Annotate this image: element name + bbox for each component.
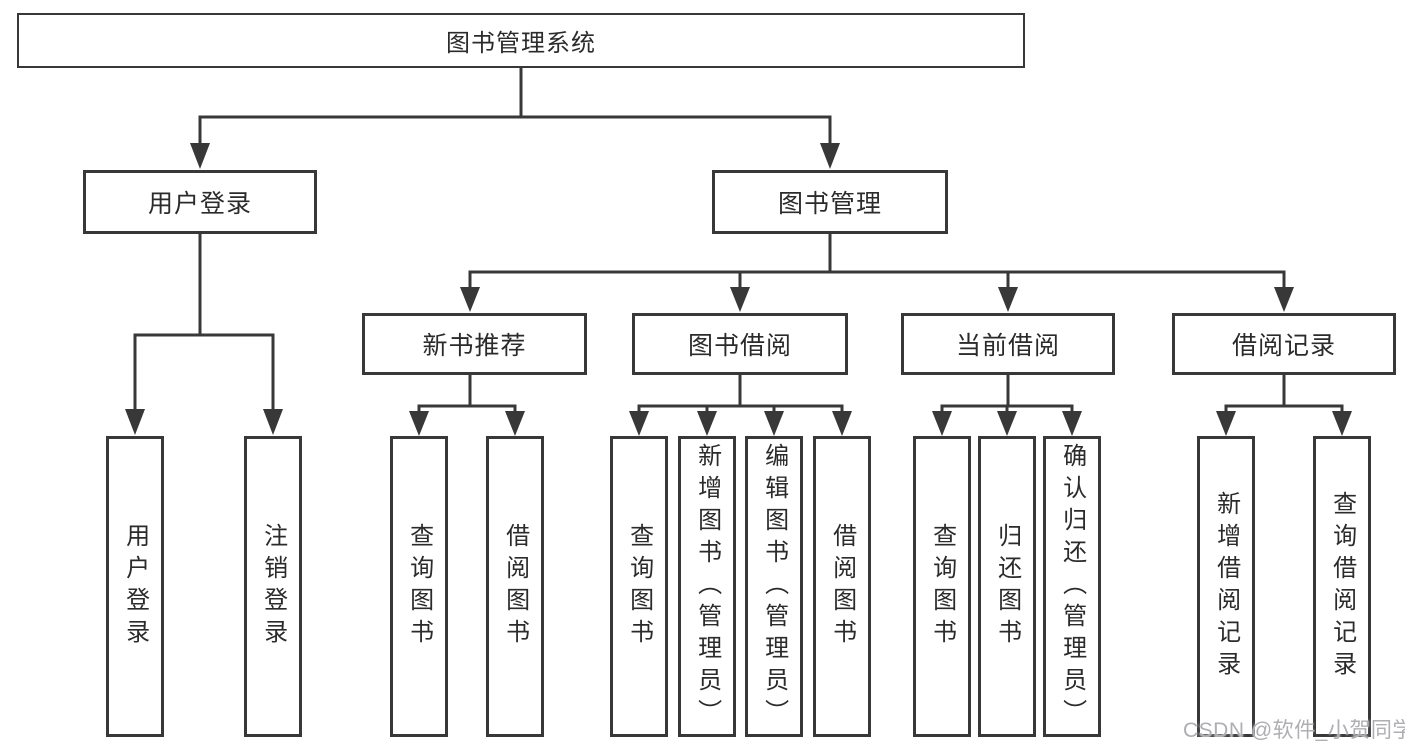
leaf-return-books-label: 归还图书	[993, 522, 1021, 651]
arrowhead-icon	[764, 411, 784, 436]
leaf-query-books-1-label: 查询图书	[405, 522, 433, 651]
arrowhead-icon	[1332, 411, 1352, 436]
arrowhead-icon	[997, 411, 1017, 436]
node-book-management-label: 图书管理	[777, 190, 882, 218]
leaf-add-books-admin: 新增图书（管理员）	[678, 436, 736, 737]
leaf-user-login: 用户登录	[106, 436, 164, 737]
node-book-borrowing-label: 图书借阅	[687, 332, 792, 360]
node-user-login-label: 用户登录	[147, 190, 252, 218]
connector-level3-stems	[468, 272, 1286, 292]
arrowhead-icon	[505, 411, 525, 436]
arrowhead-icon	[460, 287, 480, 312]
leaf-borrow-books-1-label: 借阅图书	[501, 522, 529, 651]
arrowhead-icon	[832, 411, 852, 436]
arrowhead-icon	[1062, 411, 1082, 436]
leaf-user-login-label: 用户登录	[121, 522, 149, 651]
arrowhead-icon	[125, 409, 145, 435]
node-library-management-system-label: 图书管理系统	[446, 30, 596, 57]
leaf-query-books-2: 查询图书	[610, 436, 668, 737]
leaf-add-borrow-record: 新增借阅记录	[1197, 436, 1255, 737]
node-new-book-recommendation: 新书推荐	[362, 313, 587, 375]
leaf-confirm-return-admin-label: 确认归还（管理员）	[1058, 442, 1086, 731]
leaf-edit-books-admin: 编辑图书（管理员）	[745, 436, 803, 737]
node-new-book-recommendation-label: 新书推荐	[422, 332, 527, 360]
leaf-borrow-books-2-label: 借阅图书	[828, 522, 856, 651]
csdn-watermark: CSDN @软件_小贺同学	[1183, 719, 1405, 742]
leaf-query-books-3: 查询图书	[913, 436, 971, 737]
node-user-login: 用户登录	[83, 170, 317, 234]
arrowhead-icon	[820, 143, 840, 169]
node-library-management-system: 图书管理系统	[17, 13, 1025, 68]
arrowhead-icon	[932, 411, 952, 436]
leaf-query-borrow-record-label: 查询借阅记录	[1328, 490, 1356, 683]
arrowhead-icon	[1216, 411, 1236, 436]
arrowhead-icon	[697, 411, 717, 436]
leaf-logout: 注销登录	[244, 436, 302, 737]
leaf-edit-books-admin-label: 编辑图书（管理员）	[760, 442, 788, 731]
leaf-borrow-books-2: 借阅图书	[813, 436, 871, 737]
leaf-add-books-admin-label: 新增图书（管理员）	[693, 442, 721, 731]
arrowhead-icon	[1274, 287, 1294, 312]
node-current-borrowing: 当前借阅	[901, 313, 1115, 375]
node-book-management: 图书管理	[712, 170, 948, 234]
arrowhead-icon	[629, 411, 649, 436]
leaf-query-books-2-label: 查询图书	[625, 522, 653, 651]
arrowhead-icon	[263, 409, 283, 435]
leaf-confirm-return-admin: 确认归还（管理员）	[1043, 436, 1101, 737]
leaf-query-borrow-record: 查询借阅记录	[1313, 436, 1371, 737]
connector-leaf-stems	[417, 406, 1344, 414]
node-current-borrowing-label: 当前借阅	[955, 332, 1060, 360]
leaf-return-books: 归还图书	[978, 436, 1036, 737]
leaf-add-borrow-record-label: 新增借阅记录	[1212, 490, 1240, 683]
leaf-borrow-books-1: 借阅图书	[486, 436, 544, 737]
leaf-query-books-3-label: 查询图书	[928, 522, 956, 651]
arrowhead-icon	[409, 411, 429, 436]
connector-login-stems	[133, 335, 275, 410]
node-book-borrowing: 图书借阅	[632, 313, 848, 375]
connector-level3-stubs	[468, 375, 1286, 408]
connector-level2-stems	[198, 117, 832, 144]
leaf-query-books-1: 查询图书	[390, 436, 448, 737]
node-borrowing-records-label: 借阅记录	[1231, 332, 1336, 360]
arrowhead-icon	[730, 287, 750, 312]
leaf-logout-label: 注销登录	[259, 522, 287, 651]
arrowhead-icon	[998, 287, 1018, 312]
arrowhead-icon	[190, 143, 210, 169]
node-borrowing-records: 借阅记录	[1172, 313, 1396, 375]
